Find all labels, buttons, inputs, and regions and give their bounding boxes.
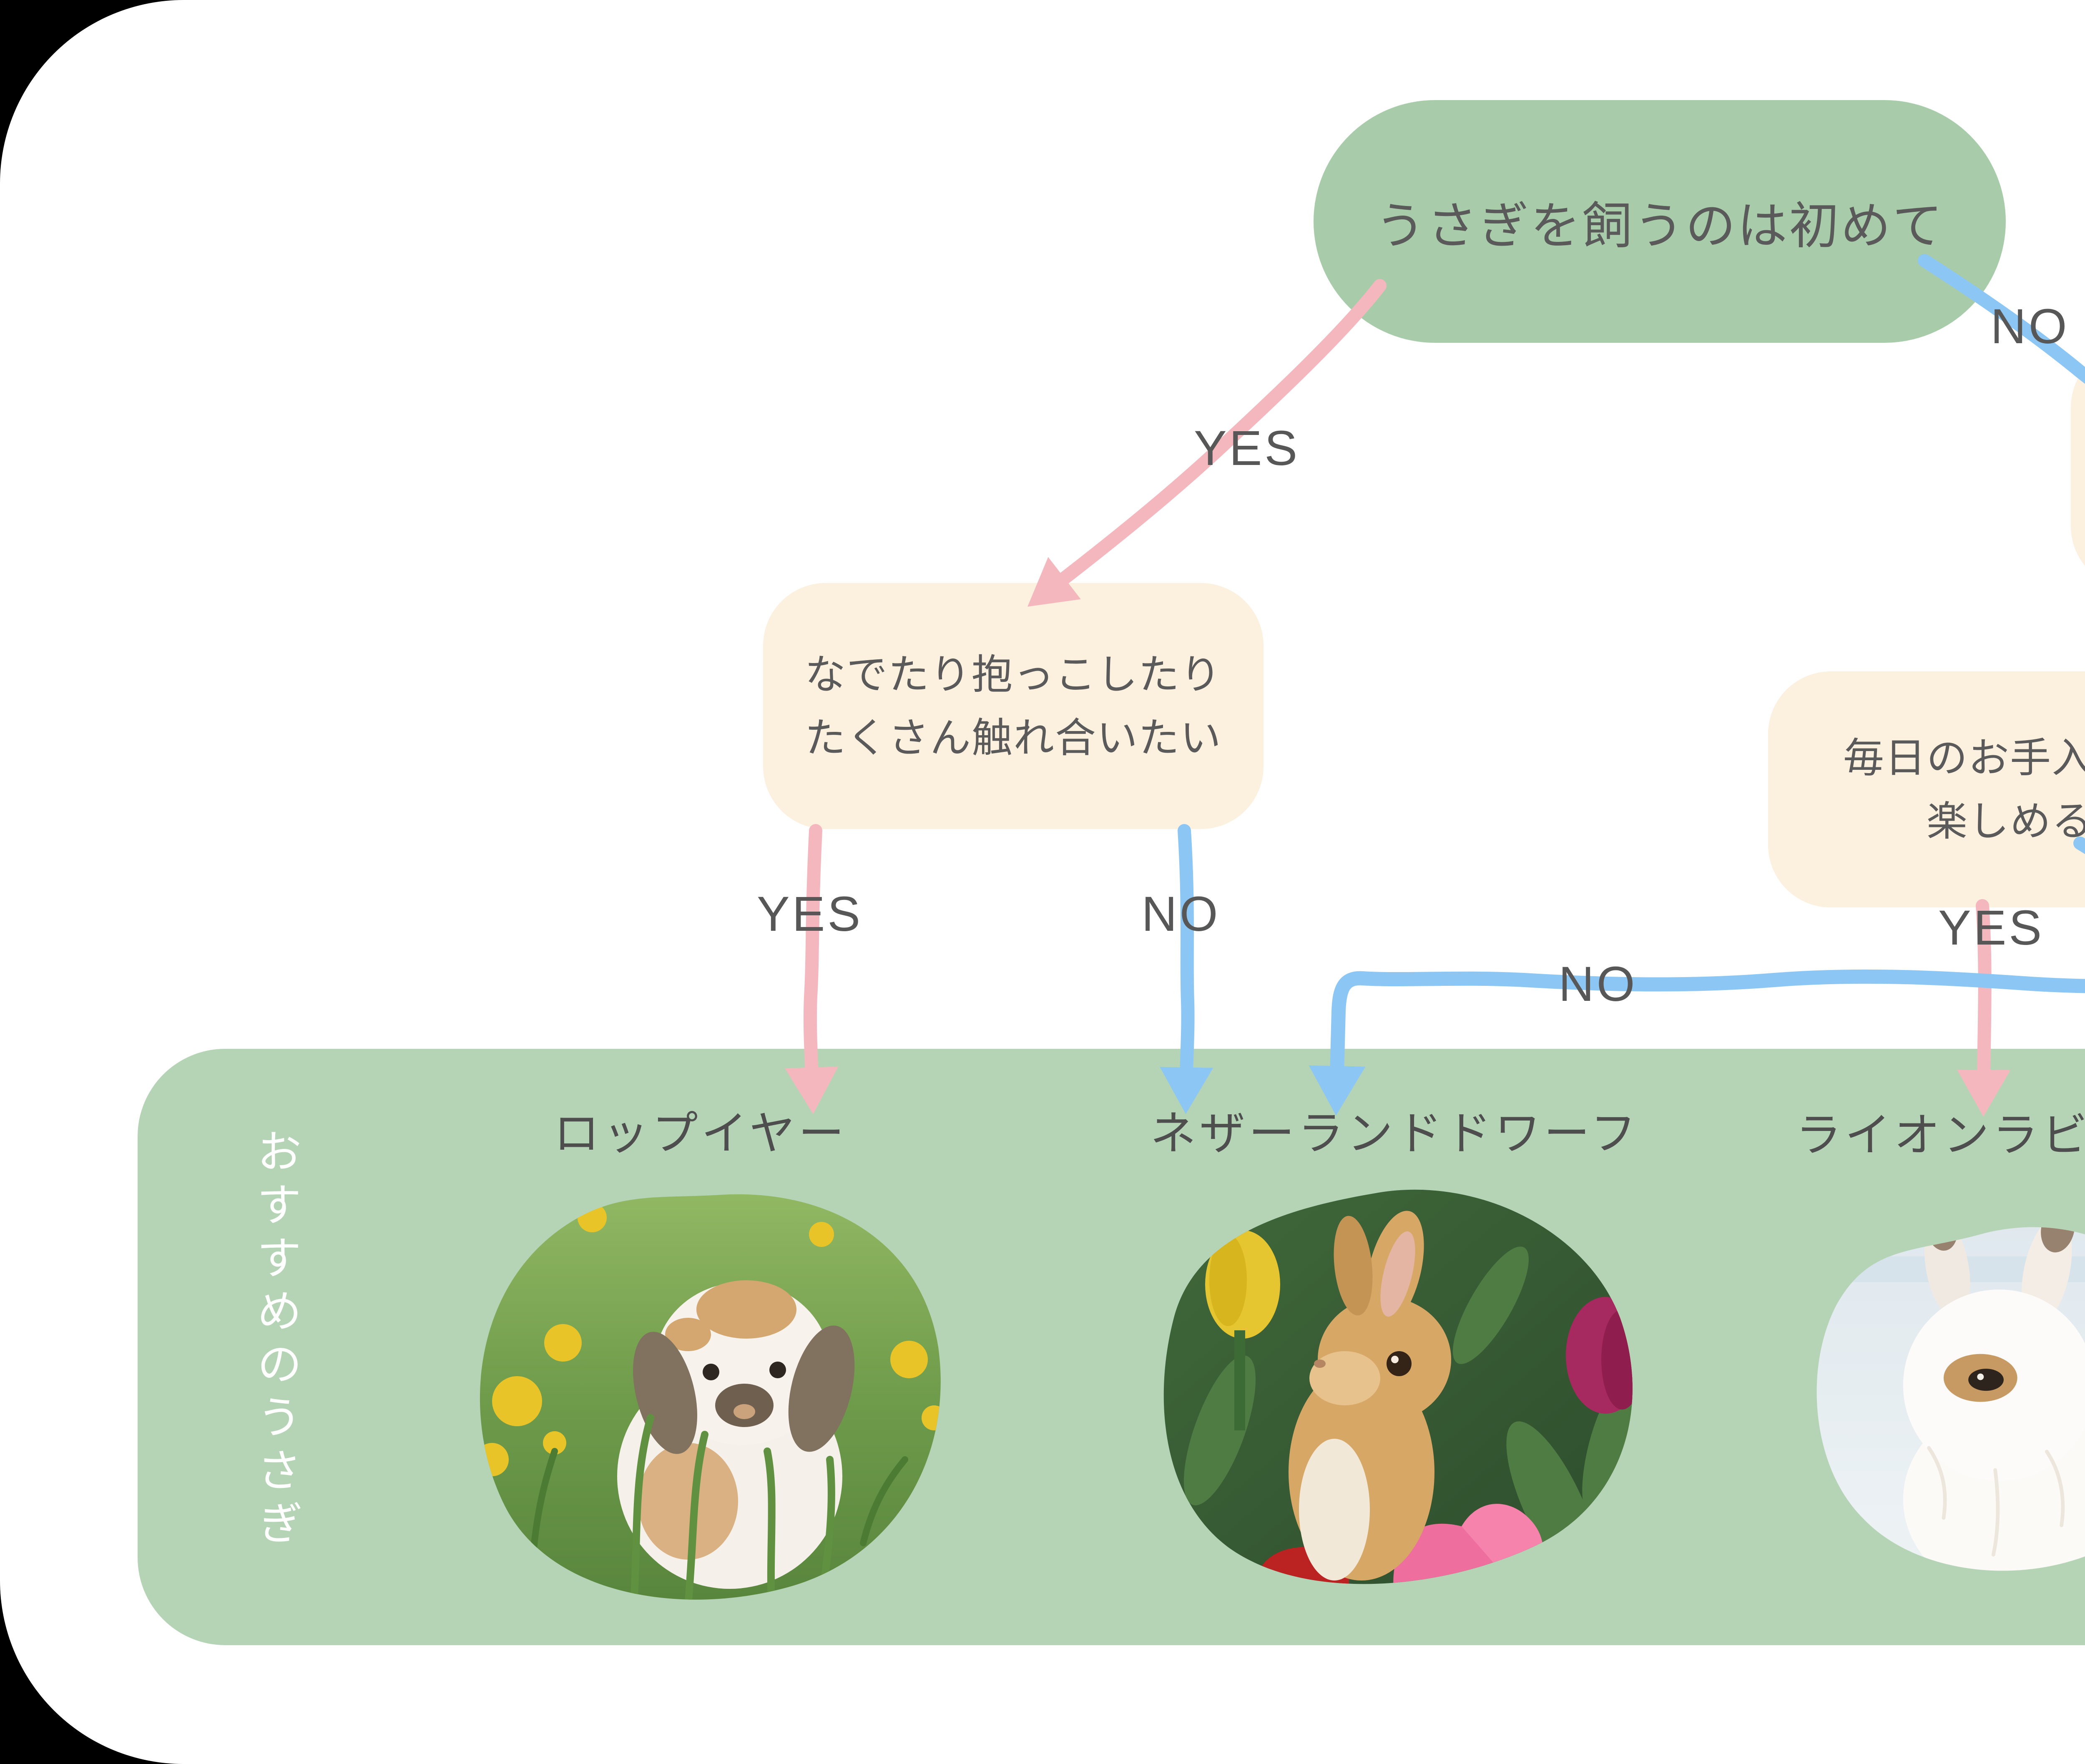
band-side-label: おすすめのうさぎ (251, 1128, 301, 1553)
edge-root-no-line (1918, 254, 2085, 384)
photo-lop-ear-rabbit (480, 1194, 941, 1600)
edge-groom-no-line (2073, 837, 2085, 854)
label-root-yes: YES (1193, 421, 1300, 476)
label-touch-no: NO (1141, 887, 1221, 942)
node-touch-line1: なでたり抱っこしたり (804, 651, 1222, 697)
edge-groom-yes-line (1957, 899, 2011, 1117)
node-root-question: うさぎを飼うのは初めて (1314, 100, 2006, 343)
photo-lion-rabbit (1816, 1227, 2085, 1571)
breed-label-netherland-dwarf: ネザーランドドワーフ (1150, 1108, 1640, 1159)
node-root-text: うさぎを飼うのは初めて (1375, 198, 1944, 254)
edge-touch-yes-line (785, 824, 839, 1114)
node-groom-line1: 毎日のお手入れも (1843, 735, 2085, 781)
edge-active-no-line (1309, 969, 2085, 1116)
node-groom-line2: 楽しめる (1926, 798, 2085, 844)
node-question-grooming: 毎日のお手入れも 楽しめる (1768, 671, 2085, 907)
photo-netherland-dwarf-rabbit (1163, 1189, 1633, 1584)
recommendation-band (138, 1049, 2085, 1645)
label-active-no: NO (1558, 957, 1638, 1012)
node-touch-line2: たくさん触れ合いたい (804, 715, 1222, 761)
label-groom-yes: YES (1938, 900, 2045, 955)
label-root-no: NO (1990, 299, 2070, 354)
node-question-touch: なでたり抱っこしたり たくさん触れ合いたい (763, 583, 1264, 829)
edge-touch-no-line (1160, 824, 1213, 1114)
label-touch-yes: YES (756, 887, 863, 942)
breed-label-lop-ear: ロップイヤー (553, 1108, 848, 1159)
breed-label-lion-rabbit: ライオンラビット (1796, 1110, 2085, 1161)
edge-root-yes-line (1027, 279, 1387, 607)
